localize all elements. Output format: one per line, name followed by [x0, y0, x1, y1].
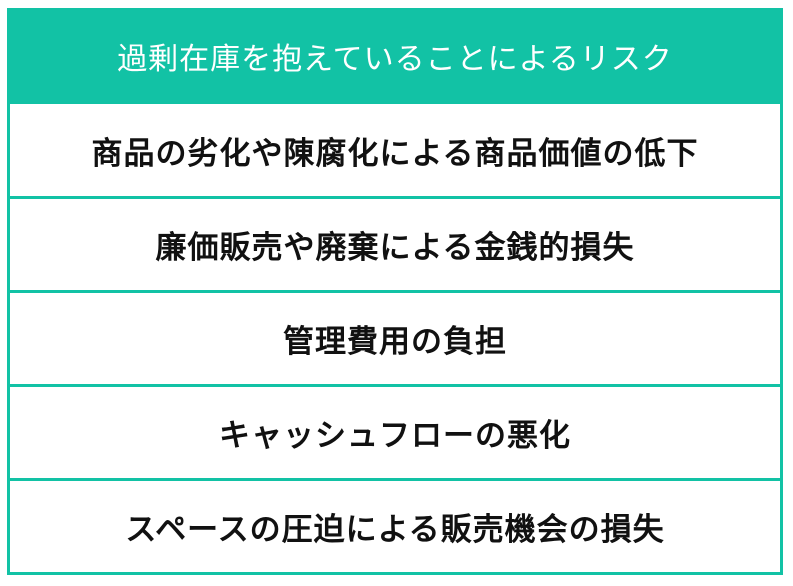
table-row: 商品の劣化や陳腐化による商品価値の低下 [10, 104, 780, 196]
risk-item-label: 商品の劣化や陳腐化による商品価値の低下 [91, 135, 699, 172]
risk-item-label: 廉価販売や廃棄による金銭的損失 [155, 230, 635, 266]
table-row: 管理費用の負担 [10, 290, 780, 384]
risk-item-label: キャッシュフローの悪化 [219, 418, 571, 454]
risk-item-label: 管理費用の負担 [283, 324, 507, 360]
table-title: 過剰在庫を抱えていることによるリスク [117, 42, 673, 77]
table-header: 過剰在庫を抱えていることによるリスク [7, 8, 783, 104]
table-row: スペースの圧迫による販売機会の損失 [10, 478, 780, 572]
table-row: 廉価販売や廃棄による金銭的損失 [10, 196, 780, 290]
table-row: キャッシュフローの悪化 [10, 384, 780, 478]
risk-item-label: スペースの圧迫による販売機会の損失 [125, 512, 665, 548]
table-body: 商品の劣化や陳腐化による商品価値の低下 廉価販売や廃棄による金銭的損失 管理費用… [7, 104, 783, 575]
risk-table: 過剰在庫を抱えていることによるリスク 商品の劣化や陳腐化による商品価値の低下 廉… [7, 8, 783, 575]
